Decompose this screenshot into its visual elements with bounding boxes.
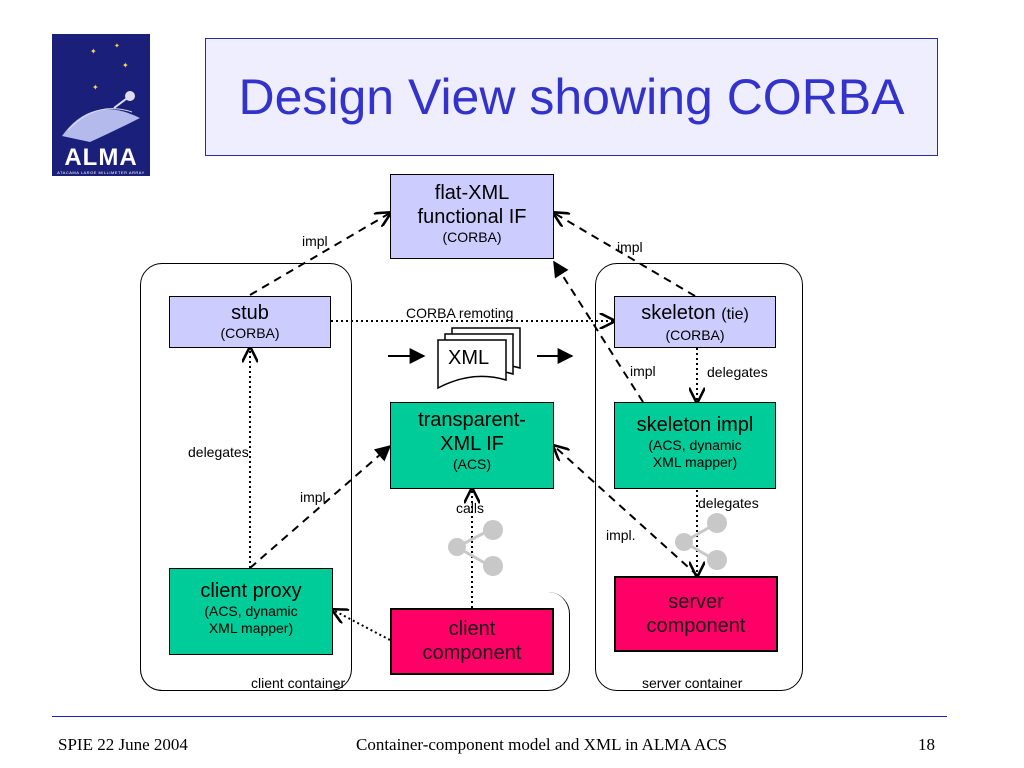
label-client-container: client container [251,675,346,691]
transparent-line1: transparent- [418,409,526,431]
label-impl-dot: impl. [606,527,636,543]
label-impl-top-left: impl [302,233,328,249]
skeleton-impl-sub1: (ACS, dynamic [648,437,742,453]
skeleton-impl-label: skeleton impl [636,414,754,436]
xml-document-icon [437,327,521,390]
client-component-line2: component [422,642,522,664]
label-corba-remoting: CORBA remoting [406,305,514,321]
server-component-line1: server [668,591,724,613]
label-delegates-server: delegates [698,495,759,511]
label-xml: XML [448,347,490,369]
skeleton-sub: (CORBA) [665,327,725,343]
client-proxy-sub2: XML mapper) [208,620,294,636]
label-delegates-stub: delegates [188,444,249,460]
impl-proxy-to-transparent [249,444,392,569]
label-impl-top-right: impl [617,239,643,255]
logo-subtitle: ATACAMA LARGE MILLIMETER ARRAY [57,170,145,175]
svg-text:✦: ✦ [92,83,99,92]
alma-logo: ✦ ✦ ✦ ✦ ALMA ATACAMA LARGE MILLIMETER AR… [52,34,150,176]
client-to-proxy [333,610,391,641]
footer-page-number: 18 [918,735,935,754]
svg-text:✦: ✦ [90,47,97,56]
impl-stub-to-flat [249,213,390,296]
label-impl-skeleton: impl [630,363,656,379]
server-container-outline [595,263,803,691]
client-proxy-sub1: (ACS, dynamic [204,603,298,619]
client-container-base [140,592,570,691]
label-server-container: server container [642,675,743,691]
server-component-line2: component [646,615,746,637]
flat-xml-line1: flat-XML [434,182,510,204]
title-box: Design View showing CORBA [205,38,938,156]
transparent-line2: XML IF [440,433,504,455]
skeleton-impl-box: skeleton impl (ACS, dynamic XML mapper) [614,402,776,489]
skeleton-impl-sub2: XML mapper) [652,454,738,470]
label-delegates-skeleton: delegates [707,364,768,380]
flat-xml-interface-box: flat-XML functional IF (CORBA) [390,174,554,259]
client-component-box: client component [390,608,554,675]
transparent-sub: (ACS) [452,456,492,472]
client-proxy-label: client proxy [200,580,302,602]
logo-wordmark: ALMA [64,144,138,171]
stub-sub: (CORBA) [220,325,280,341]
footer-rule [52,716,947,717]
stub-label: stub [231,302,269,324]
footer-title: Container-component model and XML in ALM… [356,735,728,754]
client-component-line1: client [448,618,496,640]
label-calls: calls [456,500,485,516]
footer-date: SPIE 22 June 2004 [58,735,188,754]
flat-xml-line2: functional IF [417,206,527,228]
skeleton-label: skeleton [641,302,716,324]
skeleton-box: skeleton (tie) (CORBA) [614,296,776,348]
server-component-box: server component [614,576,778,652]
svg-text:✦: ✦ [114,42,120,50]
stub-box: stub (CORBA) [169,296,331,348]
skeleton-title: skeleton (tie) [615,301,775,327]
calls-node-cluster-icon [448,520,503,576]
server-node-cluster-icon [675,513,727,570]
flat-xml-sub: (CORBA) [442,229,502,245]
impl-server-to-transparent [554,446,699,577]
skeleton-tie: (tie) [721,306,749,323]
client-proxy-box: client proxy (ACS, dynamic XML mapper) [169,568,333,655]
svg-text:✦: ✦ [122,61,129,70]
page-title: Design View showing CORBA [238,69,905,125]
transparent-xml-interface-box: transparent- XML IF (ACS) [390,402,554,489]
label-impl-proxy: impl [300,489,326,505]
